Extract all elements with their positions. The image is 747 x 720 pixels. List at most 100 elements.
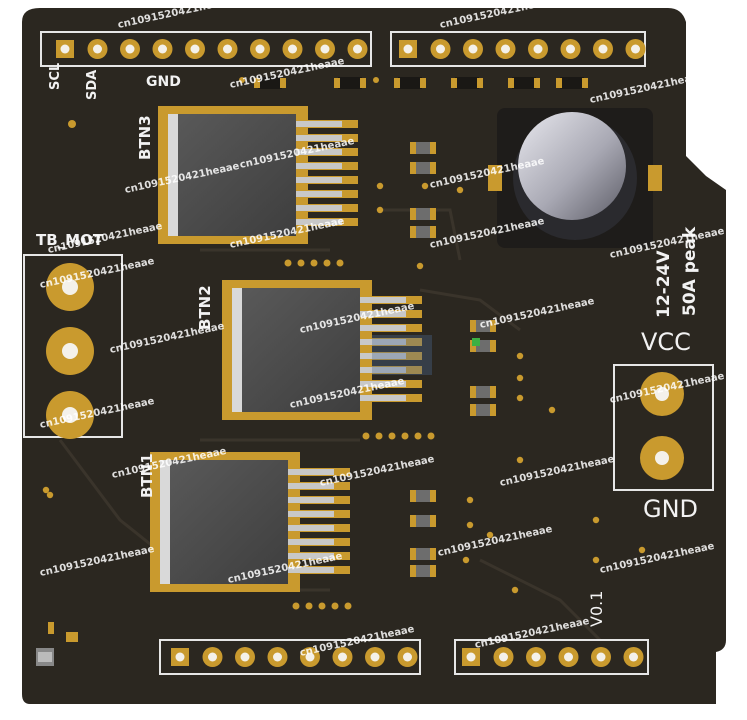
smd-part — [416, 548, 430, 560]
led-green — [472, 338, 480, 346]
via — [427, 432, 435, 440]
via — [344, 602, 352, 610]
via — [456, 186, 464, 194]
via — [376, 182, 384, 190]
mosfet-lead — [288, 567, 334, 573]
via — [284, 259, 292, 267]
header-pin-hole — [273, 652, 282, 662]
mosfet-lead — [296, 177, 342, 183]
smd-part — [416, 226, 430, 238]
via — [421, 182, 429, 190]
smd-resistor — [455, 77, 479, 89]
via — [401, 432, 409, 440]
mosfet-btn3 — [158, 106, 358, 244]
via — [336, 259, 344, 267]
via — [466, 521, 474, 529]
via-rows — [284, 259, 435, 610]
via — [592, 516, 600, 524]
header-pin-hole — [60, 44, 70, 54]
mosfet-lead — [360, 339, 406, 345]
via — [511, 586, 519, 594]
label-tb-mot: TB_MOT — [36, 231, 104, 249]
mosfet-lead — [360, 395, 406, 401]
header-pin-hole — [436, 44, 445, 54]
mosfet-lead — [288, 483, 334, 489]
mosfet-lead — [296, 149, 342, 155]
scattered-vias — [42, 182, 646, 594]
header-pin-hole — [223, 44, 232, 54]
bottom-header-right-pins — [462, 647, 644, 667]
smd-pad — [280, 78, 286, 88]
label-voltage-range: 12-24V — [654, 250, 674, 318]
via — [486, 531, 494, 539]
via — [331, 602, 339, 610]
smd-resistor — [338, 77, 362, 89]
header-pin-hole — [93, 44, 102, 54]
header-pin-hole — [320, 44, 330, 54]
header-pin-hole — [631, 44, 640, 54]
via — [310, 259, 318, 267]
smd-part — [416, 565, 430, 577]
via — [462, 556, 470, 564]
via — [466, 496, 474, 504]
smd-part — [416, 142, 430, 154]
header-pin-hole — [255, 44, 265, 54]
via — [239, 77, 245, 83]
mosfet-lead — [296, 205, 342, 211]
mosfet-btn2 — [222, 280, 432, 420]
header-pin-hole — [175, 652, 185, 662]
header-pin-hole — [596, 652, 606, 662]
mosfet-lead — [360, 325, 406, 331]
top-header-right-pins — [399, 39, 646, 59]
smd-part — [416, 162, 430, 174]
via — [46, 491, 54, 499]
header-outline-bottom-right — [454, 639, 649, 675]
mosfet-lead — [296, 135, 342, 141]
label-sda: SDA — [85, 69, 100, 100]
smd-pad — [508, 78, 514, 88]
smd-resistor — [512, 77, 536, 89]
smd-pad — [582, 78, 588, 88]
smd-resistor — [258, 77, 282, 89]
header-pin-hole — [338, 652, 347, 662]
header-pin-hole — [403, 44, 413, 54]
mosfet-lead — [288, 511, 334, 517]
header-pin-hole — [125, 44, 135, 54]
via — [516, 374, 524, 382]
mosfet-lead — [288, 497, 334, 503]
via — [318, 602, 326, 610]
via — [638, 546, 646, 554]
mosfet-lead — [288, 525, 334, 531]
via — [42, 486, 50, 494]
smd-part — [476, 404, 490, 416]
via — [292, 602, 300, 610]
header-pin-hole — [564, 652, 573, 662]
header-pin-hole — [288, 44, 297, 54]
header-pin-hole — [208, 652, 217, 662]
header-pin-hole — [566, 44, 575, 54]
via — [68, 120, 76, 128]
mosfet-lead — [296, 219, 342, 225]
smd-pad — [334, 78, 340, 88]
header-pin-hole — [190, 44, 200, 54]
header-pin-hole — [468, 44, 478, 54]
header-pin-hole — [353, 44, 362, 54]
mosfet-lead — [360, 311, 406, 317]
mosfet-lead — [296, 163, 342, 169]
mosfet-lead — [296, 121, 342, 127]
smd-pad — [420, 78, 426, 88]
electrolytic-capacitor — [488, 108, 662, 248]
smd-pad — [556, 78, 562, 88]
header-pin-hole — [240, 652, 250, 662]
header-pin-hole — [403, 652, 412, 662]
smd-part — [416, 208, 430, 220]
via — [323, 259, 331, 267]
header-pin-hole — [499, 652, 508, 662]
mosfet-lead — [360, 381, 406, 387]
mosfet-lead — [360, 353, 406, 359]
terminal-block-vcc-gnd — [613, 364, 714, 491]
header-pin-hole — [305, 652, 315, 662]
bottom-header-left-pins — [171, 647, 418, 667]
via — [305, 602, 313, 610]
